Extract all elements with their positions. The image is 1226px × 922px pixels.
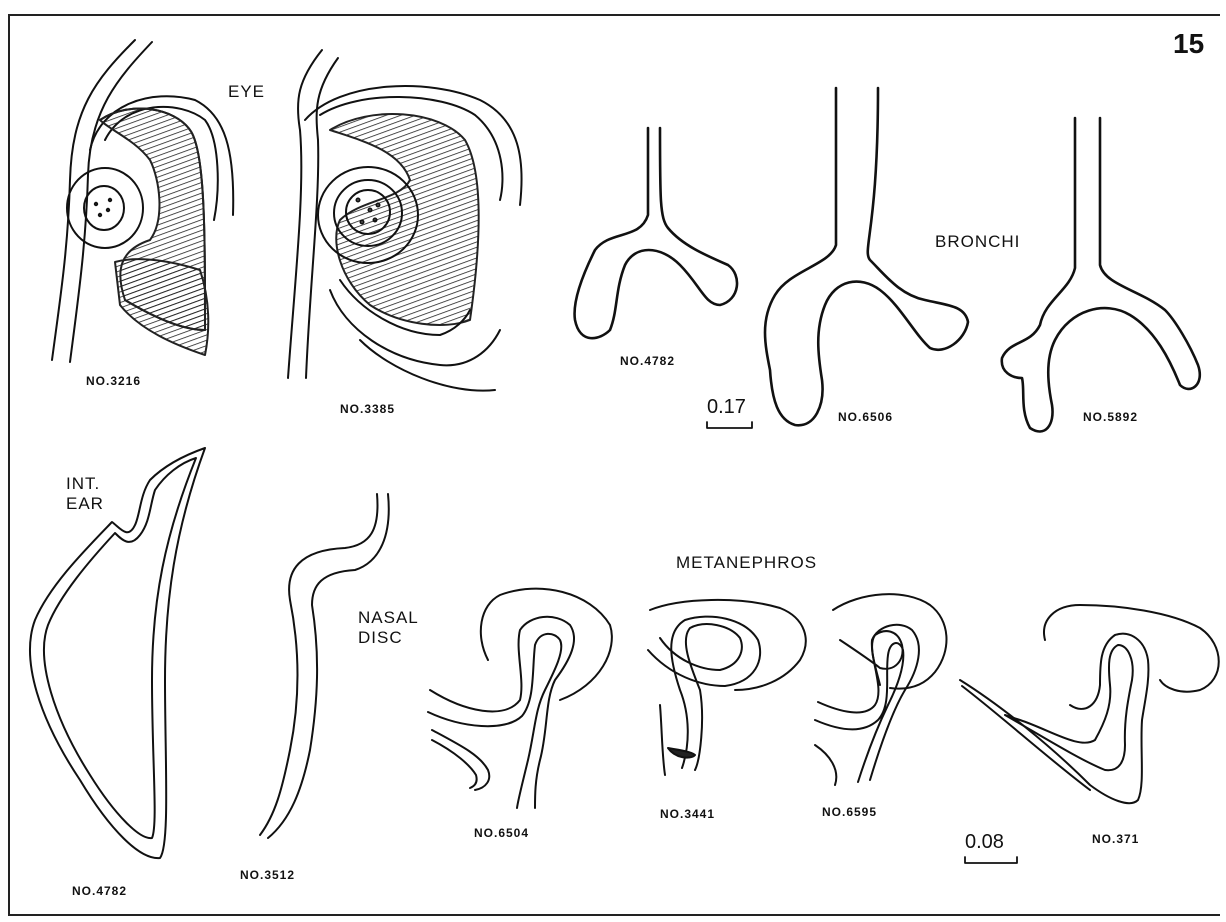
metanephros-drawing-b [648,600,806,775]
scale-bar-lower [965,857,1017,863]
specimen-eye-a: NO.3216 [86,375,141,389]
specimen-meta-b: NO.3441 [660,808,715,822]
bronchi-label: BRONCHI [935,232,1020,252]
bronchi-drawing-b [765,88,968,425]
specimen-bronchi-a: NO.4782 [620,355,675,369]
specimen-meta-a: NO.6504 [474,827,529,841]
specimen-eye-b: NO.3385 [340,403,395,417]
plate-number: 15 [1173,28,1204,60]
eye-drawing-b [288,50,522,391]
specimen-nasal: NO.3512 [240,869,295,883]
specimen-meta-c: NO.6595 [822,806,877,820]
metanephros-drawing-c [815,594,946,785]
eye-label: EYE [228,82,265,102]
specimen-meta-d: NO.371 [1092,833,1139,847]
metanephros-drawing-a [428,589,612,808]
specimen-ear: NO.4782 [72,885,127,899]
scale-label-lower: 0.08 [965,831,1004,854]
nasal-disc-label: NASAL DISC [358,608,419,647]
specimen-bronchi-c: NO.5892 [1083,411,1138,425]
specimen-bronchi-b: NO.6506 [838,411,893,425]
inner-ear-label: INT. EAR [66,474,104,513]
nasal-disc-drawing [260,494,389,838]
inner-ear-drawing [30,448,205,858]
scale-label-upper: 0.17 [707,396,746,419]
metanephros-label: METANEPHROS [676,553,817,573]
bronchi-drawing-c [1002,118,1200,431]
bronchi-drawing-a [575,128,737,338]
scale-bar-upper [707,422,752,428]
eye-drawing-a [52,40,233,362]
metanephros-drawing-d [960,605,1219,803]
